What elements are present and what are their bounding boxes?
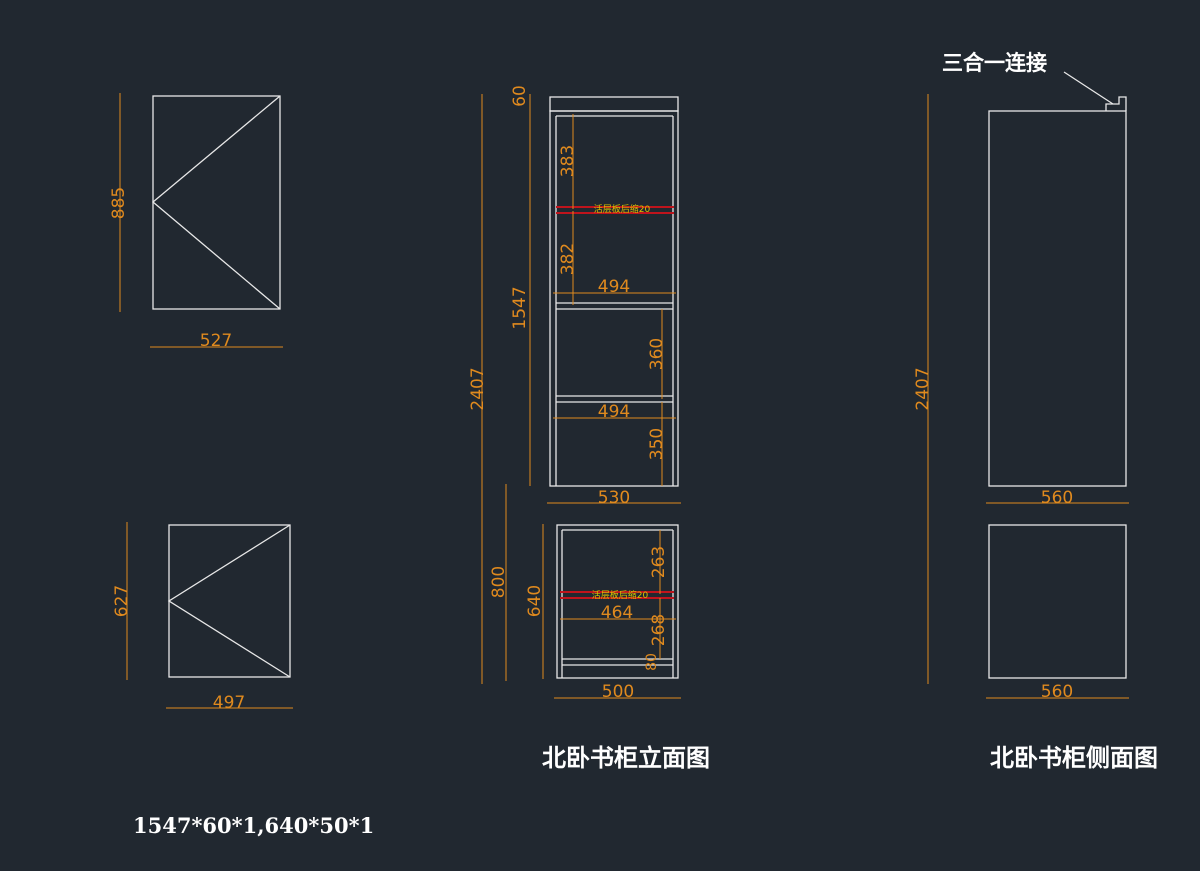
connector-leader-line (1063, 71, 1114, 105)
dim-497: 497 (213, 693, 245, 713)
dim-527: 527 (200, 331, 232, 351)
door-panel-lower: 627 497 (112, 522, 293, 713)
connector-fitting (1105, 96, 1127, 111)
dim-80: 80 (644, 653, 660, 671)
material-spec-note: 1547*60*1,640*50*1 (133, 813, 374, 838)
upper-carcass-outline (549, 110, 679, 487)
door-panel-lower-swing-mark (167, 524, 291, 678)
front-elevation-title: 北卧书柜立面图 (542, 743, 710, 772)
dim-640: 640 (525, 585, 545, 617)
dim-60: 60 (510, 85, 530, 107)
side-upper-outline (988, 110, 1127, 487)
side-elevation: 三合一连接 2407 560 560 北卧书柜侧面图 (913, 50, 1158, 772)
dim-360: 360 (647, 338, 667, 370)
dim-2407a: 2407 (468, 367, 488, 410)
dim-494b: 494 (598, 402, 630, 422)
dim-560b: 560 (1041, 682, 1073, 702)
dim-383: 383 (558, 145, 578, 177)
dim-268: 268 (649, 614, 669, 646)
side-lower-outline (988, 524, 1127, 679)
dim-560a: 560 (1041, 488, 1073, 508)
dim-500: 500 (602, 682, 634, 702)
dim-350: 350 (647, 428, 667, 460)
shelf-note-lower: 活层板后缩20 (592, 589, 649, 601)
dim-464: 464 (601, 603, 633, 623)
dim-627: 627 (112, 585, 132, 617)
side-elevation-title: 北卧书柜侧面图 (990, 743, 1158, 772)
dim-494a: 494 (598, 277, 630, 297)
dim-263: 263 (649, 546, 669, 578)
dim-800: 800 (489, 566, 509, 598)
shelf-note-upper: 活层板后缩20 (594, 203, 651, 215)
door-panel-upper-swing-mark (151, 95, 281, 310)
top-cap (549, 96, 679, 112)
dim-382: 382 (558, 243, 578, 275)
dim-530: 530 (598, 488, 630, 508)
door-panel-upper: 885 527 (109, 93, 283, 351)
lower-carcass-outline (556, 524, 679, 679)
door-panel-upper-outline (152, 95, 281, 310)
dim-885: 885 (109, 187, 129, 219)
dim-1547: 1547 (510, 286, 530, 329)
front-elevation: 活层板后缩20 383 382 494 360 494 350 530 2407… (468, 85, 710, 772)
door-panel-lower-outline (168, 524, 291, 678)
dim-2407b: 2407 (913, 367, 933, 410)
connector-note: 三合一连接 (942, 50, 1047, 75)
